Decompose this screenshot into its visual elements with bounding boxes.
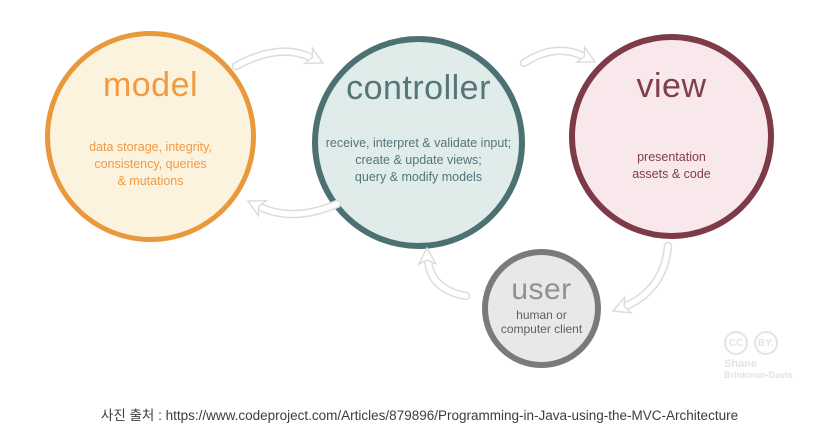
- cc-icon: CC: [724, 331, 748, 355]
- arrow-controller-to-model: [243, 192, 342, 219]
- view-title: view: [636, 67, 707, 105]
- view-description: presentation assets & code: [632, 150, 711, 181]
- controller-title: controller: [346, 69, 491, 107]
- arrow-view-to-user: [609, 241, 673, 320]
- controller-node: controller receive, interpret & validate…: [312, 36, 525, 249]
- watermark-author-first-name: Shane: [724, 358, 758, 370]
- user-title: user: [511, 273, 572, 306]
- watermark-author-last-name: Brinkman-Davis: [724, 370, 793, 380]
- image-source-caption: 사진 출처 : https://www.codeproject.com/Arti…: [100, 408, 739, 423]
- cc-by-icon: BY:: [754, 331, 778, 355]
- arrow-model-to-controller: [231, 47, 328, 72]
- view-node: view presentation assets & code: [569, 34, 774, 239]
- model-description: data storage, integrity, consistency, qu…: [89, 140, 212, 188]
- arrow-controller-to-view: [519, 46, 600, 71]
- user-description: human or computer client: [500, 308, 583, 336]
- controller-description: receive, interpret & validate input; cre…: [325, 136, 512, 184]
- arrow-user-to-controller: [417, 247, 471, 301]
- user-node: user human or computer client: [482, 249, 601, 368]
- model-title: model: [102, 66, 199, 104]
- cc-license-badge: CC BY: Shane Brinkman-Davis: [724, 331, 793, 380]
- model-node: model data storage, integrity, consisten…: [45, 31, 256, 242]
